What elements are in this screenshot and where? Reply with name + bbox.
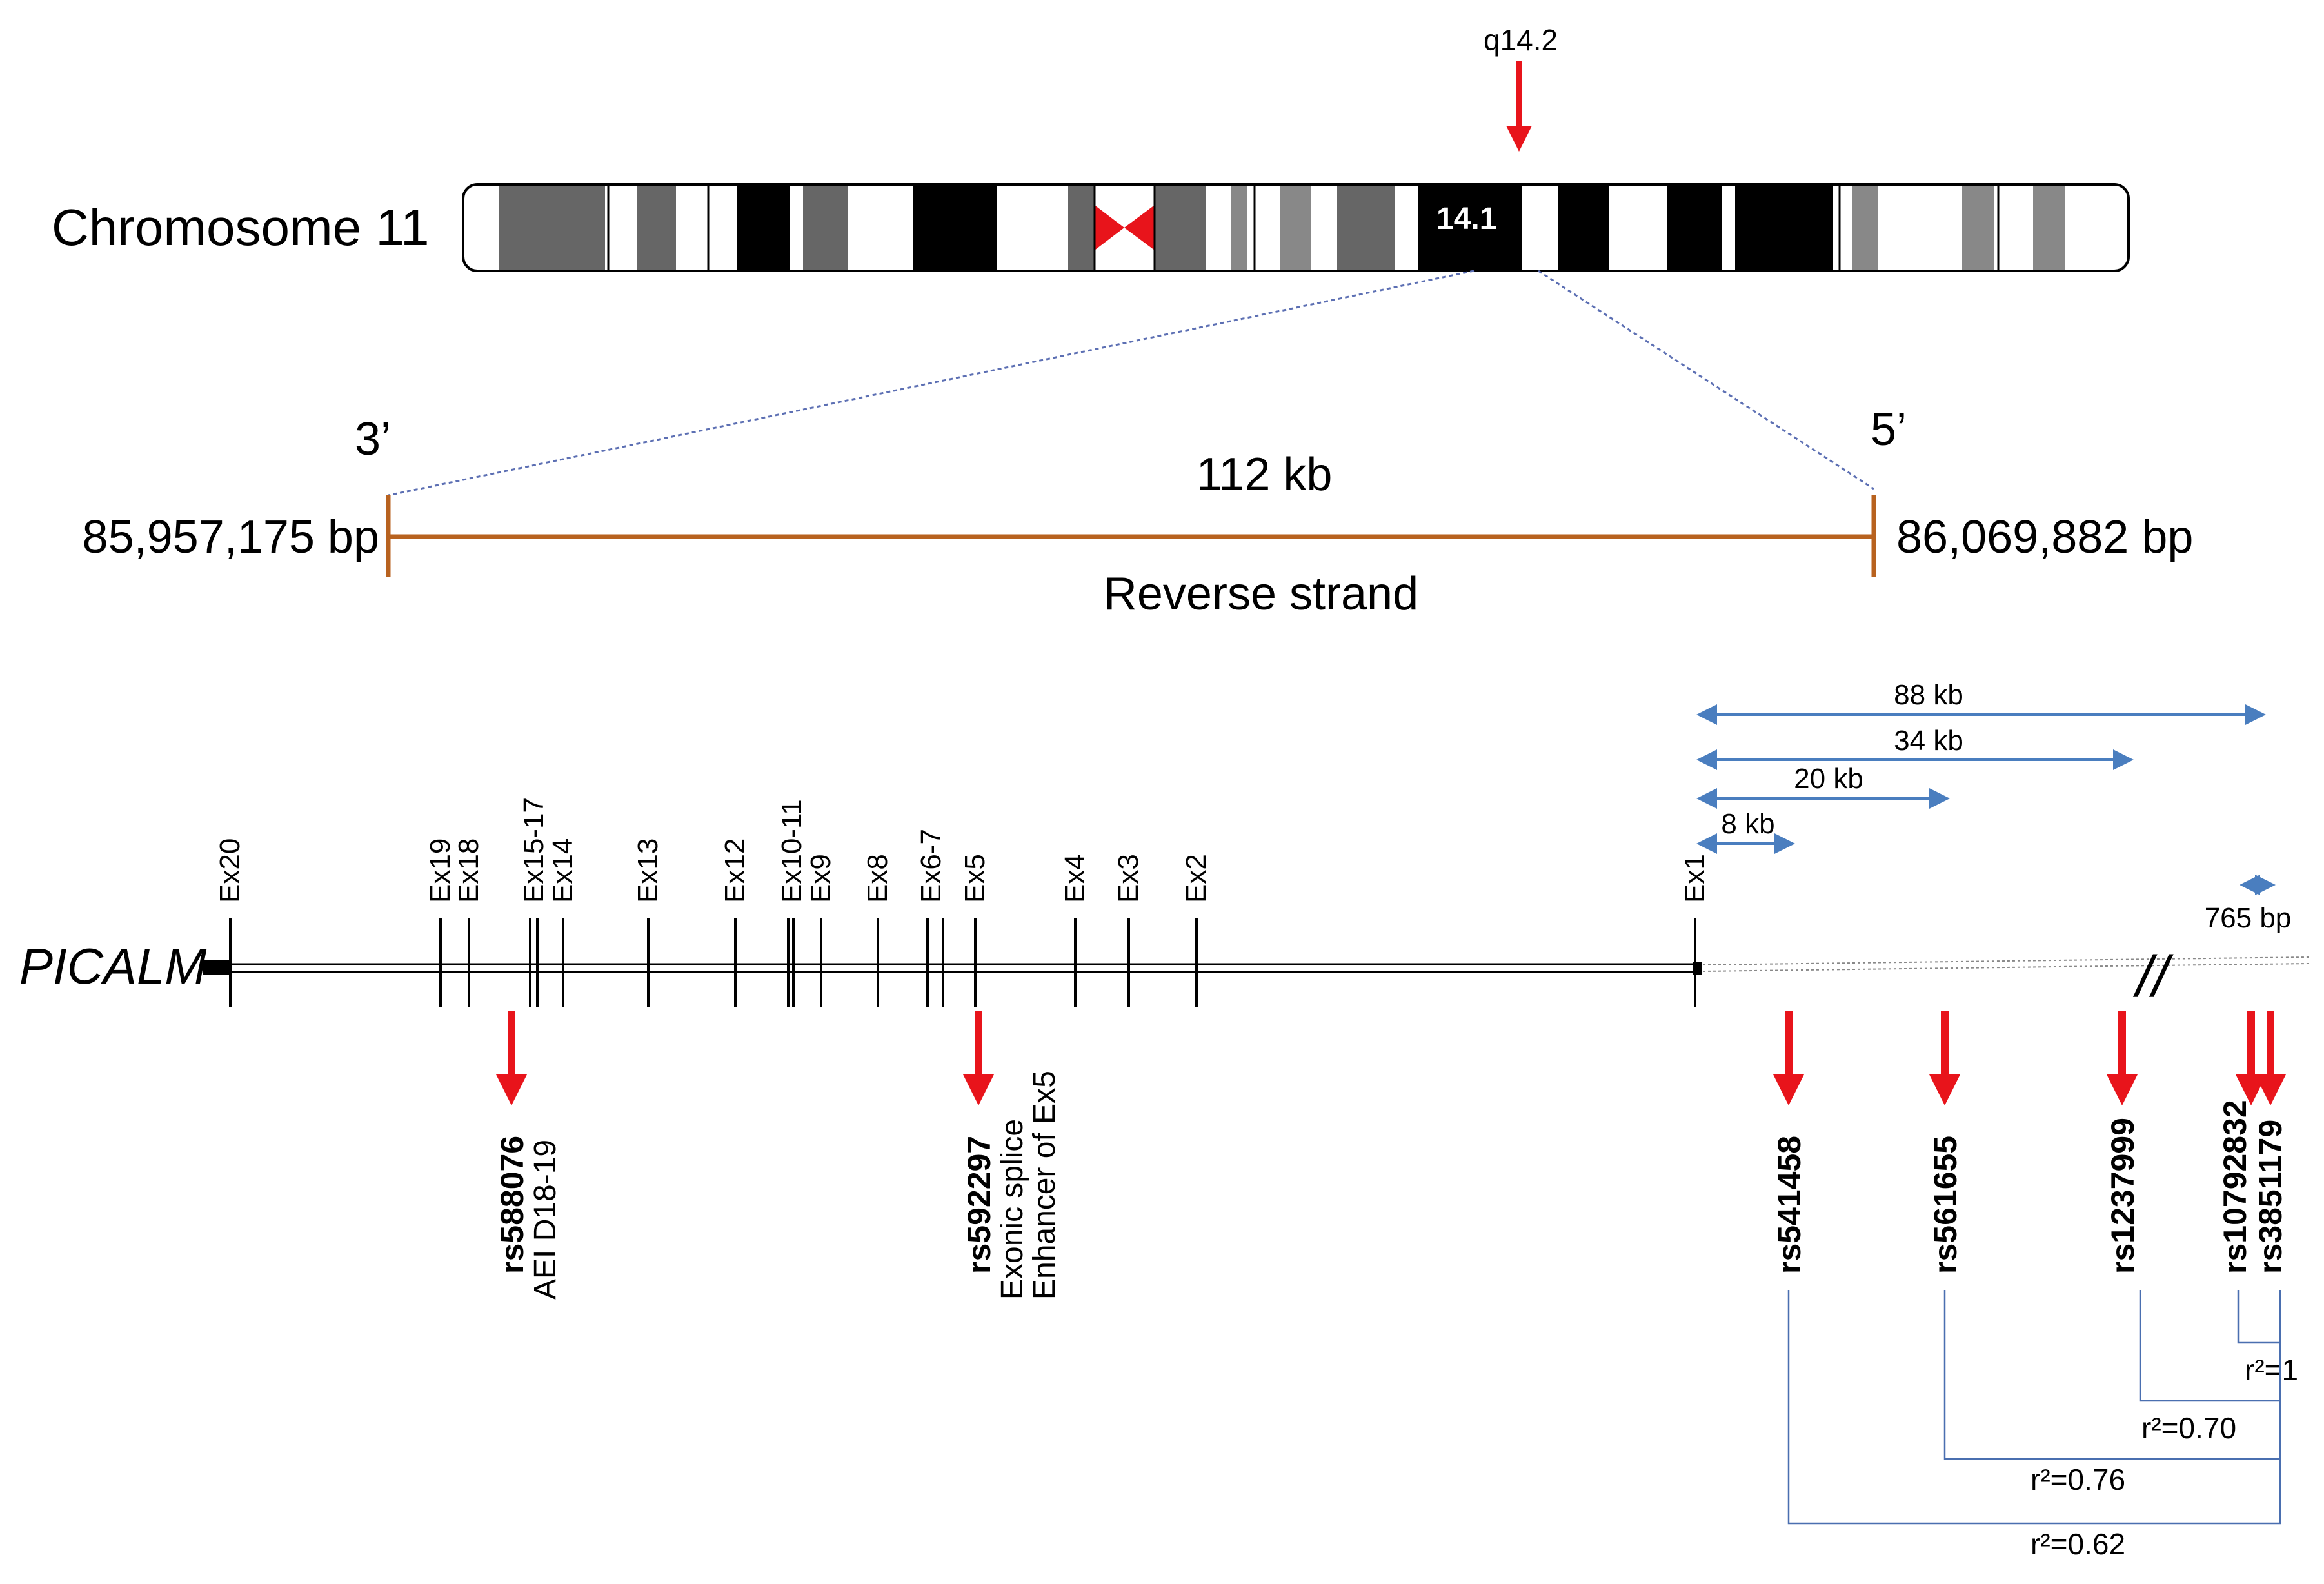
snp-id-rs588076: rs588076	[494, 1136, 530, 1274]
ld-r2-label: r²=0.70	[2141, 1411, 2236, 1445]
exon-label: Ex15-17	[518, 797, 550, 903]
chromosome-ideogram: 14.1	[462, 183, 2130, 272]
exon-label: Ex14	[547, 838, 579, 903]
distance-label: 20 kb	[1794, 763, 1863, 795]
exon-label: Ex3	[1113, 854, 1144, 903]
exon-label: Ex12	[719, 838, 751, 903]
snp-id-rs561655: rs561655	[1927, 1136, 1963, 1274]
three-prime-label: 3’	[355, 413, 391, 465]
start-coordinate: 85,957,175 bp	[83, 511, 379, 563]
snp-note: Exonic splice	[995, 1119, 1029, 1300]
five-prime-label: 5’	[1871, 404, 1907, 455]
exon-label: Ex13	[632, 838, 664, 903]
zoom-line-right	[1538, 270, 1874, 490]
snp-id-rs592297: rs592297	[961, 1136, 997, 1274]
exon-label: Ex9	[805, 854, 837, 903]
distance-label: 8 kb	[1721, 808, 1774, 840]
q-arm-label: q14.2	[1484, 23, 1558, 57]
zoom-line-left	[388, 270, 1475, 497]
distance-arrows: 88 kb 34 kb 20 kb 8 kb 765 bp	[1696, 679, 2292, 934]
centromere-right	[1124, 205, 1155, 250]
exon-label: Ex10-11	[776, 799, 808, 903]
exon-label: Ex6-7	[915, 829, 947, 903]
ld-bracket	[2237, 1290, 2281, 1344]
snp-id-rs541458: rs541458	[1771, 1136, 1807, 1274]
exon-label: Ex2	[1180, 854, 1212, 903]
snp-arrows	[496, 1011, 2286, 1105]
exon-label: Ex5	[959, 854, 991, 903]
exon-label: Ex19	[424, 838, 456, 903]
ld-brackets: r²=1 r²=0.70 r²=0.76 r²=0.62	[1787, 1290, 2298, 1561]
exon-label: Ex8	[862, 854, 893, 903]
snp-note: Enhancer of Ex5	[1028, 1071, 1062, 1300]
chromosome-label: Chromosome 11	[52, 199, 429, 256]
exon-label: Ex20	[214, 838, 246, 903]
gene-backbone	[203, 956, 2310, 975]
distance-label: 765 bp	[2205, 902, 2292, 934]
centromere-left	[1095, 205, 1124, 250]
gene-name: PICALM	[19, 938, 206, 995]
exon-marks	[229, 918, 1696, 1007]
distance-label: 34 kb	[1894, 725, 1963, 757]
snp-id-rs3851179: rs3851179	[2252, 1120, 2289, 1274]
chromosome-outline	[462, 183, 2130, 272]
exon-label: Ex4	[1059, 854, 1091, 903]
ld-r2-label: r²=0.76	[2031, 1463, 2125, 1496]
ld-r2-label: r²=1	[2245, 1353, 2298, 1387]
band-label: 14.1	[1436, 202, 1496, 236]
ld-r2-label: r²=0.62	[2031, 1527, 2125, 1561]
ld-bracket	[1787, 1290, 2281, 1525]
snp-id-rs1237999: rs1237999	[2105, 1118, 2141, 1274]
snp-id-rs10792832: rs10792832	[2217, 1100, 2253, 1274]
strand-label: Reverse strand	[1104, 568, 1418, 620]
distance-label: 88 kb	[1894, 679, 1963, 711]
end-coordinate: 86,069,882 bp	[1896, 511, 2193, 563]
exon-label: Ex1	[1679, 854, 1711, 903]
region-length: 112 kb	[1197, 449, 1333, 500]
exon-label: Ex18	[453, 838, 484, 903]
chromosome-bands	[463, 184, 2129, 271]
snp-note: AEI D18-19	[528, 1140, 562, 1300]
band-separators	[607, 184, 2000, 271]
region-bar	[386, 495, 1876, 577]
axis-break-mark: //	[2132, 945, 2174, 1009]
